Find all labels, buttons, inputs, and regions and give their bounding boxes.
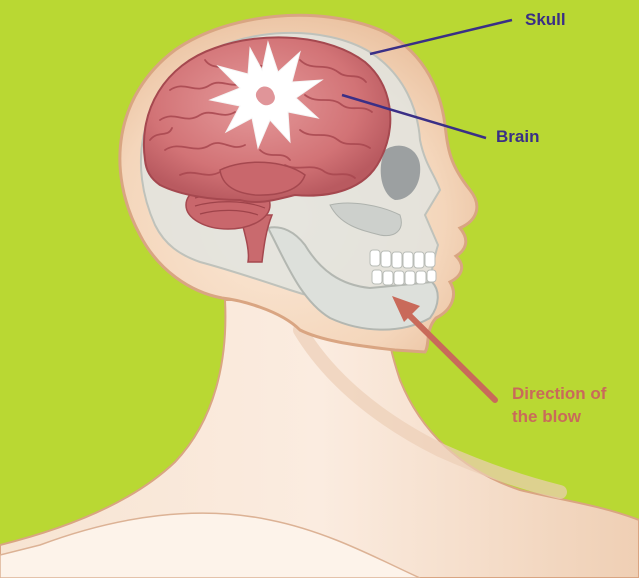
skull-label: Skull <box>525 8 566 31</box>
blow-direction-label: Direction of the blow <box>512 382 606 428</box>
blow-label-line2: the blow <box>512 405 606 428</box>
blow-label-line1: Direction of <box>512 382 606 405</box>
brain-label: Brain <box>496 125 539 148</box>
